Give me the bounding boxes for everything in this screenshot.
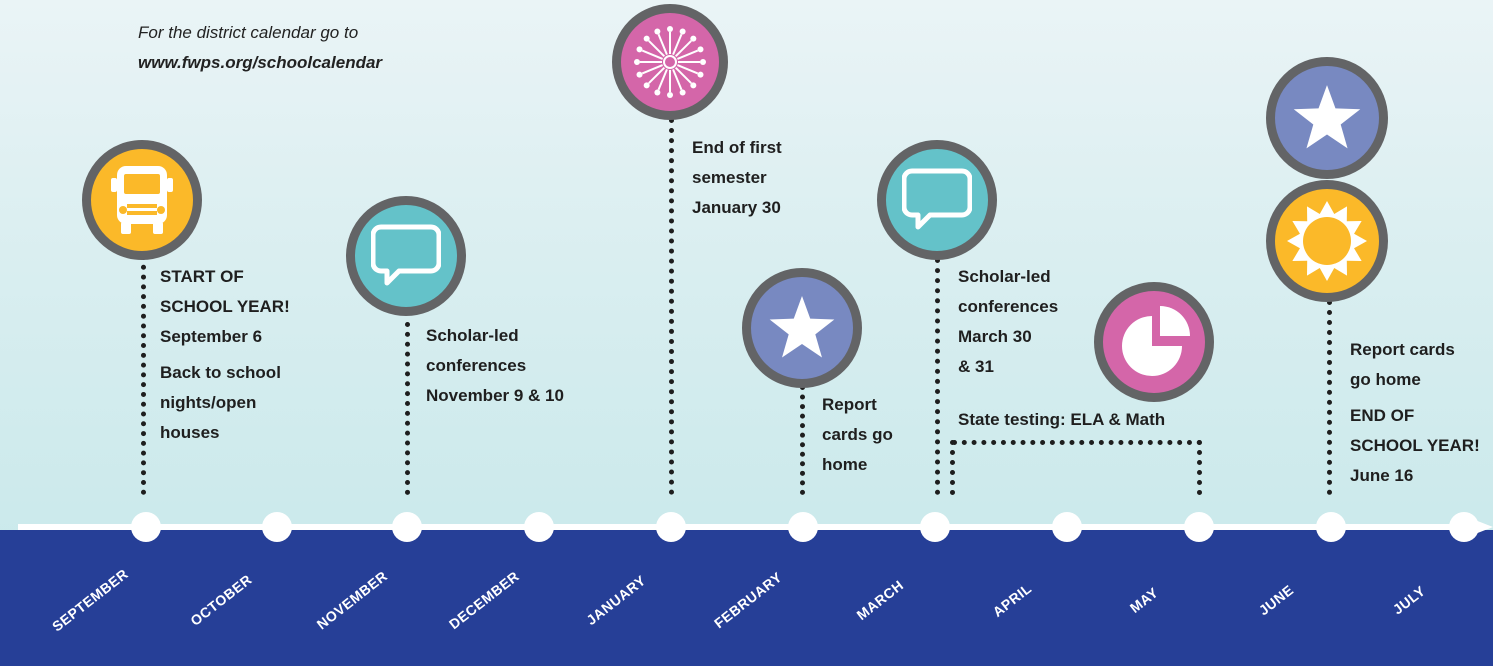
event-line: START OF [160, 267, 244, 286]
event-label-february: Report cards go home [822, 390, 893, 480]
timeline-node-september [131, 512, 161, 542]
event-line: January 30 [692, 198, 781, 217]
event-label-march: Scholar-led conferences March 30 & 31 [958, 262, 1058, 382]
testing-bracket-right [1197, 440, 1202, 495]
event-line: home [822, 455, 868, 474]
timeline-node-december [524, 512, 554, 542]
event-label-september: START OF SCHOOL YEAR! September 6 Back t… [160, 262, 290, 448]
timeline-node-may [1184, 512, 1214, 542]
leader-line-november [405, 322, 410, 495]
snowflake-icon [612, 4, 728, 120]
timeline-node-november [392, 512, 422, 542]
event-label-state-testing: State testing: ELA & Math [958, 405, 1165, 435]
timeline-node-june [1316, 512, 1346, 542]
event-line: nights/open [160, 393, 257, 412]
speech-bubble-icon [346, 196, 466, 316]
event-line: Scholar-led [426, 326, 519, 345]
month-band [0, 530, 1493, 666]
event-line: semester [692, 168, 767, 187]
speech-bubble-icon-march [877, 140, 997, 260]
leader-line-september [141, 255, 146, 495]
leader-line-june [1327, 300, 1332, 495]
event-line: Report cards [1350, 340, 1455, 359]
timeline-node-october [262, 512, 292, 542]
leader-line-january [669, 118, 674, 495]
event-label-january: End of first semester January 30 [692, 133, 782, 223]
timeline-node-february [788, 512, 818, 542]
testing-bracket-top [952, 440, 1202, 445]
event-line: conferences [958, 297, 1059, 316]
timeline-node-march [920, 512, 950, 542]
event-line: March 30 [958, 327, 1032, 346]
sun-icon [1266, 180, 1388, 302]
event-line: END OF [1350, 406, 1415, 425]
event-line: Scholar-led [958, 267, 1051, 286]
calendar-note-text: For the district calendar go to [138, 23, 359, 42]
timeline-node-july [1449, 512, 1479, 542]
leader-line-march [935, 258, 940, 495]
event-line: September 6 [160, 327, 263, 346]
event-line: Report [822, 395, 877, 414]
school-bus-icon [82, 140, 202, 260]
event-line: June 16 [1350, 466, 1414, 485]
event-label-november: Scholar-led conferences November 9 & 10 [426, 321, 564, 411]
event-line: November 9 & 10 [426, 386, 564, 405]
event-line: go home [1350, 370, 1421, 389]
event-line: SCHOOL YEAR! [1350, 436, 1480, 455]
event-line: Back to school [160, 363, 281, 382]
calendar-note: For the district calendar go to www.fwps… [138, 18, 382, 78]
event-line: State testing: ELA & Math [958, 410, 1166, 429]
event-label-june: Report cards go home END OF SCHOOL YEAR!… [1350, 335, 1480, 491]
event-line: conferences [426, 356, 527, 375]
calendar-url-link[interactable]: www.fwps.org/schoolcalendar [138, 53, 383, 72]
star-icon-june [1266, 57, 1388, 179]
pie-chart-icon [1094, 282, 1214, 402]
timeline-node-april [1052, 512, 1082, 542]
timeline-rail [18, 524, 1480, 530]
event-line: cards go [822, 425, 893, 444]
testing-bracket-left [950, 440, 955, 495]
timeline-node-january [656, 512, 686, 542]
event-line: & 31 [958, 357, 994, 376]
event-line: SCHOOL YEAR! [160, 297, 290, 316]
event-line: End of first [692, 138, 782, 157]
leader-line-february [800, 385, 805, 495]
star-icon [742, 268, 862, 388]
event-line: houses [160, 423, 220, 442]
